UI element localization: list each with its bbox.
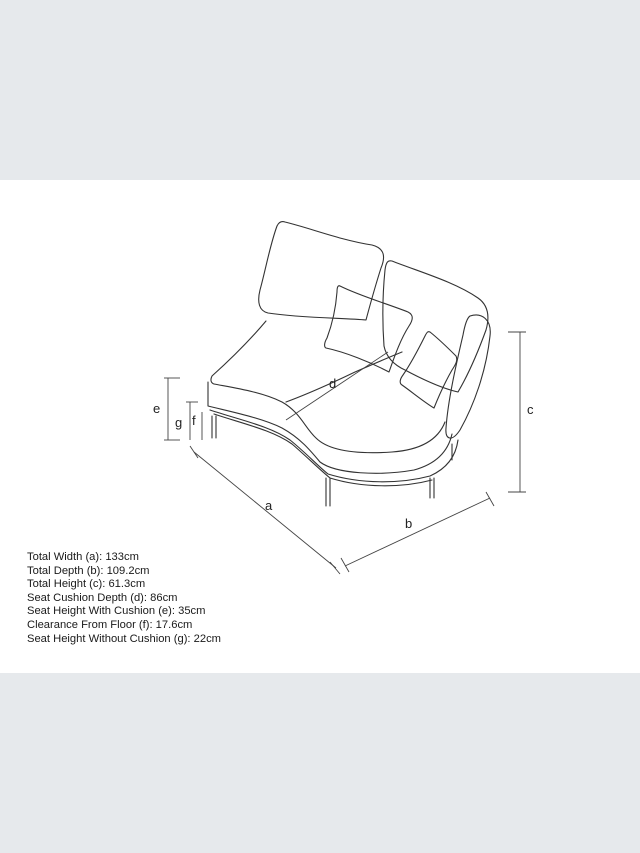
spec-total-depth: Total Depth (b): 109.2cm [27,564,150,577]
diagram-panel [0,180,640,673]
dimension-label-e: e [153,401,160,416]
spec-seat-cushion-depth: Seat Cushion Depth (d): 86cm [27,591,178,604]
top-gray-band [0,0,640,180]
seat-cushion-seam [285,351,403,403]
armrest-right [445,314,491,439]
dimension-label-f: f [192,413,196,428]
leg-front-left [211,415,217,439]
bottom-gray-band [0,673,640,853]
scatter-cushion-center [324,285,413,373]
dimension-line-a [193,451,337,569]
seat-top-surface [213,383,446,454]
spec-seat-height-without-cushion: Seat Height Without Cushion (g): 22cm [27,632,222,645]
dimension-tick-b1 [340,557,350,573]
seat-front-face [207,381,453,474]
spec-clearance-from-floor: Clearance From Floor (f): 17.6cm [27,618,193,631]
base-rail-lower [213,413,433,487]
back-cushion-right [382,260,489,393]
leg-front-right [429,477,435,499]
dimension-label-a: a [265,498,273,513]
dimension-specs-list: Total Width (a): 133cm Total Depth (b): … [27,551,221,646]
seat-back-edge [210,320,267,385]
dimension-tick-a1 [189,445,199,459]
spec-seat-height-with-cushion: Seat Height With Cushion (e): 35cm [27,605,206,618]
back-cushion-left [258,221,385,321]
base-rail [209,409,459,483]
spec-total-width: Total Width (a): 133cm [27,551,139,563]
dimension-label-g: g [175,415,182,430]
dimension-label-c: c [527,402,534,417]
dimension-line-b [344,497,491,567]
dimension-label-b: b [405,516,412,531]
scatter-cushion-right [399,331,458,409]
dimension-label-d: d [329,376,336,391]
dimension-tick-b2 [485,491,495,507]
leg-front-center [325,477,331,507]
spec-total-height: Total Height (c): 61.3cm [27,578,146,591]
dimension-tick-a2 [329,561,341,575]
dimension-line-d [285,351,389,421]
